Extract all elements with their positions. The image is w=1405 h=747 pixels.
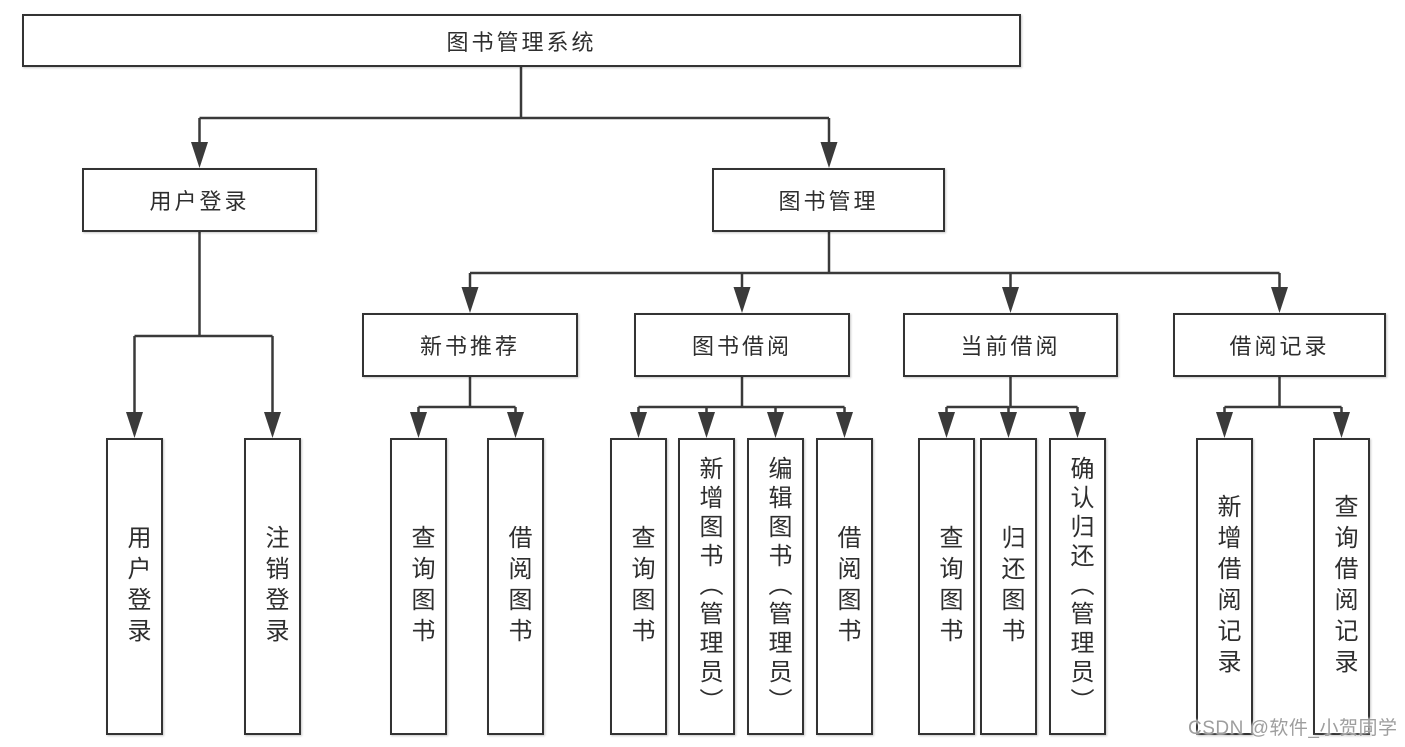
arrowheads [126, 142, 1350, 438]
node-book-management: 图书管理 [712, 168, 945, 232]
arrow-down-icon [264, 412, 281, 438]
node-current-borrow: 当前借阅 [903, 313, 1118, 377]
node-new-book-recommend: 新书推荐 [362, 313, 578, 377]
arrow-down-icon [1216, 412, 1233, 438]
arrow-down-icon [507, 412, 524, 438]
connector-book-mgmt-children [468, 232, 1281, 288]
arrow-down-icon [461, 287, 479, 313]
arrow-down-icon [410, 412, 427, 438]
leaf-user-login: 用户登录 [106, 438, 163, 735]
arrow-down-icon [820, 142, 838, 168]
leaf-query-books-borrow: 查询图书 [610, 438, 667, 735]
leaf-edit-book-admin: 编辑图书（管理员） [747, 438, 804, 735]
node-book-borrow: 图书借阅 [634, 313, 850, 377]
arrow-down-icon [767, 412, 784, 438]
arrow-down-icon [1271, 287, 1288, 313]
node-user-login: 用户登录 [82, 168, 317, 232]
connector-new-book-children [417, 377, 517, 413]
arrow-down-icon [698, 412, 715, 438]
arrow-down-icon [938, 412, 955, 438]
arrow-down-icon [126, 412, 143, 438]
arrow-down-icon [191, 142, 208, 168]
node-borrow-records: 借阅记录 [1173, 313, 1386, 377]
leaf-confirm-return-admin: 确认归还（管理员） [1049, 438, 1106, 735]
node-root: 图书管理系统 [22, 14, 1021, 67]
arrow-down-icon [1002, 287, 1019, 313]
arrow-down-icon [1069, 412, 1086, 438]
connector-borrow-record-children [1223, 377, 1343, 413]
leaf-logout: 注销登录 [244, 438, 301, 735]
leaf-query-borrow-record: 查询借阅记录 [1313, 438, 1370, 735]
arrow-down-icon [1333, 412, 1350, 438]
leaf-borrow-books: 借阅图书 [816, 438, 873, 735]
arrow-down-icon [630, 412, 647, 438]
connector-current-borrow-children [945, 377, 1079, 413]
leaf-add-borrow-record: 新增借阅记录 [1196, 438, 1253, 735]
connector-user-login-children [133, 232, 274, 413]
arrow-down-icon [1000, 412, 1017, 438]
connector-root-to-level2 [198, 67, 831, 143]
leaf-query-books-recommend: 查询图书 [390, 438, 447, 735]
watermark: CSDN @软件_小贺同学 [1188, 718, 1398, 739]
connector-book-borrow-children [637, 377, 846, 413]
leaf-add-book-admin: 新增图书（管理员） [678, 438, 735, 735]
leaf-borrow-books-recommend: 借阅图书 [487, 438, 544, 735]
leaf-return-book: 归还图书 [980, 438, 1037, 735]
leaf-query-books-current: 查询图书 [918, 438, 975, 735]
arrow-down-icon [733, 287, 751, 313]
arrow-down-icon [836, 412, 853, 438]
